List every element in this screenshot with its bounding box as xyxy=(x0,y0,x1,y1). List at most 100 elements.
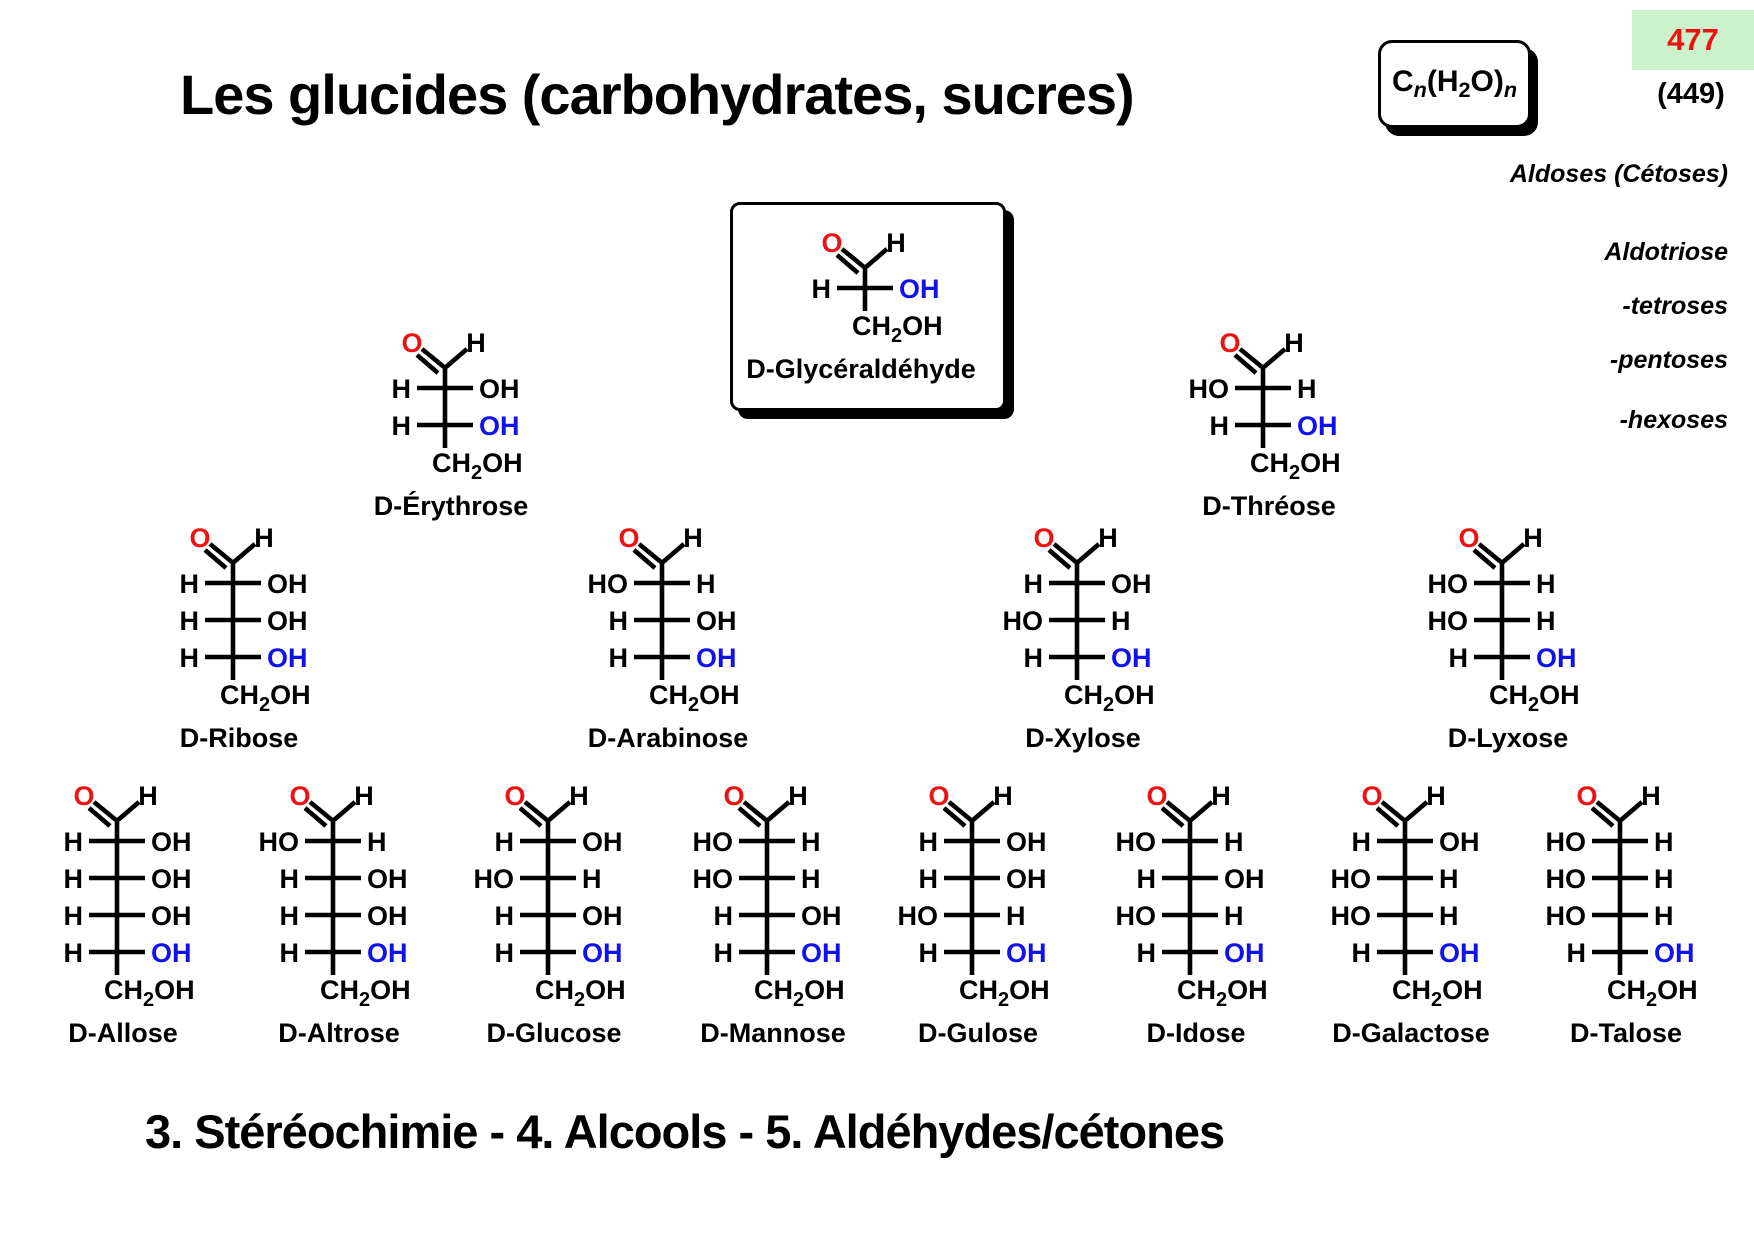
row-left-label: H xyxy=(392,411,412,441)
carbonyl-double-bond xyxy=(92,800,118,822)
row-left-label: H xyxy=(1449,643,1469,673)
row-right-label: OH xyxy=(151,827,192,857)
chain-end-label: CH2OH xyxy=(754,975,845,1011)
structure-name-talose: D-Talose xyxy=(1569,1018,1683,1048)
carbonyl-double-bond xyxy=(523,800,549,822)
aldehyde-o-label: O xyxy=(73,781,94,811)
row-left-label: HO xyxy=(1331,901,1372,931)
row-left-label: H xyxy=(280,901,300,931)
carbonyl-double-bond xyxy=(637,542,663,564)
chain-end-label: CH2OH xyxy=(1607,975,1698,1011)
row-right-label: OH xyxy=(1439,827,1480,857)
row-left-label: H xyxy=(714,901,734,931)
row-left-label: H xyxy=(1024,643,1044,673)
aldehyde-o-label: O xyxy=(1576,781,1597,811)
row-left-label: H xyxy=(714,938,734,968)
row-right-label: OH xyxy=(696,606,737,636)
row-right-label: OH xyxy=(267,606,308,636)
structure-name-arabinose: D-Arabinose xyxy=(587,723,749,753)
row-left-label: HO xyxy=(1331,864,1372,894)
aldehyde-o-label: O xyxy=(401,328,422,358)
formula-box: Cn(H2O)n xyxy=(1378,40,1531,128)
carbonyl-double-bond xyxy=(303,806,328,828)
row-left-label: H xyxy=(609,643,629,673)
row-right-label: OH xyxy=(479,374,520,404)
row-left-label: H xyxy=(1137,864,1157,894)
row-right-label: OH xyxy=(267,643,308,673)
chain-end-label: CH2OH xyxy=(1064,680,1155,716)
aldehyde-o-label: O xyxy=(289,781,310,811)
row-left-label: H xyxy=(812,274,832,304)
row-right-label: OH xyxy=(801,901,842,931)
carbonyl-double-bond xyxy=(1160,806,1185,828)
row-left-label: HO xyxy=(693,864,734,894)
row-right-label: OH xyxy=(151,864,192,894)
carbonyl-double-bond xyxy=(208,542,234,564)
glyceraldehyde-box xyxy=(730,202,1006,411)
carbonyl-double-bond xyxy=(737,806,762,828)
row-left-label: HO xyxy=(1546,864,1587,894)
row-left-label: H xyxy=(495,827,515,857)
row-right-label: H xyxy=(1224,827,1244,857)
structure-name-lyxose: D-Lyxose xyxy=(1447,723,1569,753)
aldehyde-o-label: O xyxy=(189,523,210,553)
aldehyde-h-bond xyxy=(971,800,996,822)
row-left-label: H xyxy=(180,569,200,599)
aldehyde-h-bond xyxy=(661,542,686,564)
row-left-label: H xyxy=(1024,569,1044,599)
aldehyde-h-bond xyxy=(864,247,889,269)
structure-name-glucose: D-Glucose xyxy=(486,1018,622,1048)
row-right-label: OH xyxy=(801,938,842,968)
carbonyl-double-bond xyxy=(518,806,543,828)
row-right-label: H xyxy=(1439,864,1459,894)
aldehyde-h-label: H xyxy=(354,781,374,811)
row-right-label: H xyxy=(582,864,602,894)
row-right-label: H xyxy=(1224,901,1244,931)
side-item-aldotriose: Aldotriose xyxy=(1604,238,1728,266)
row-right-label: H xyxy=(1654,901,1674,931)
page-number: 477 xyxy=(1667,22,1719,57)
aldehyde-h-label: H xyxy=(466,328,486,358)
row-left-label: H xyxy=(919,827,939,857)
structure-name-ribose: D-Ribose xyxy=(179,723,299,753)
footer-chapters: 3. Stéréochimie - 4. Alcools - 5. Aldéhy… xyxy=(145,1105,1225,1158)
aldehyde-h-bond xyxy=(232,542,257,564)
row-left-label: H xyxy=(1352,938,1372,968)
aldehyde-o-label: O xyxy=(821,228,842,258)
row-right-label: OH xyxy=(582,827,623,857)
row-left-label: H xyxy=(180,606,200,636)
aldehyde-h-label: H xyxy=(1426,781,1446,811)
row-left-label: H xyxy=(919,938,939,968)
row-right-label: H xyxy=(1111,606,1131,636)
aldehyde-h-label: H xyxy=(254,523,274,553)
structure-name-xylose: D-Xylose xyxy=(1025,723,1141,753)
row-right-label: H xyxy=(1439,901,1459,931)
carbonyl-double-bond xyxy=(1590,806,1615,828)
row-right-label: OH xyxy=(1111,569,1152,599)
row-left-label: HO xyxy=(693,827,734,857)
formula-part: 2 xyxy=(1458,77,1471,103)
chain-end-label: CH2OH xyxy=(104,975,195,1011)
aldehyde-o-label: O xyxy=(1033,523,1054,553)
row-right-label: H xyxy=(1536,606,1556,636)
row-right-label: H xyxy=(1536,569,1556,599)
row-left-label: HO xyxy=(474,864,515,894)
row-left-label: HO xyxy=(1428,569,1469,599)
carbonyl-double-bond xyxy=(947,800,973,822)
row-right-label: H xyxy=(1654,864,1674,894)
carbonyl-double-bond xyxy=(742,800,768,822)
row-left-label: HO xyxy=(1116,901,1157,931)
row-right-label: OH xyxy=(1224,864,1265,894)
aldehyde-h-label: H xyxy=(1098,523,1118,553)
carbonyl-double-bond xyxy=(835,253,860,275)
side-heading: Aldoses (Cétoses) xyxy=(1509,160,1728,188)
carbonyl-double-bond xyxy=(308,800,334,822)
carbonyl-double-bond xyxy=(1477,542,1503,564)
